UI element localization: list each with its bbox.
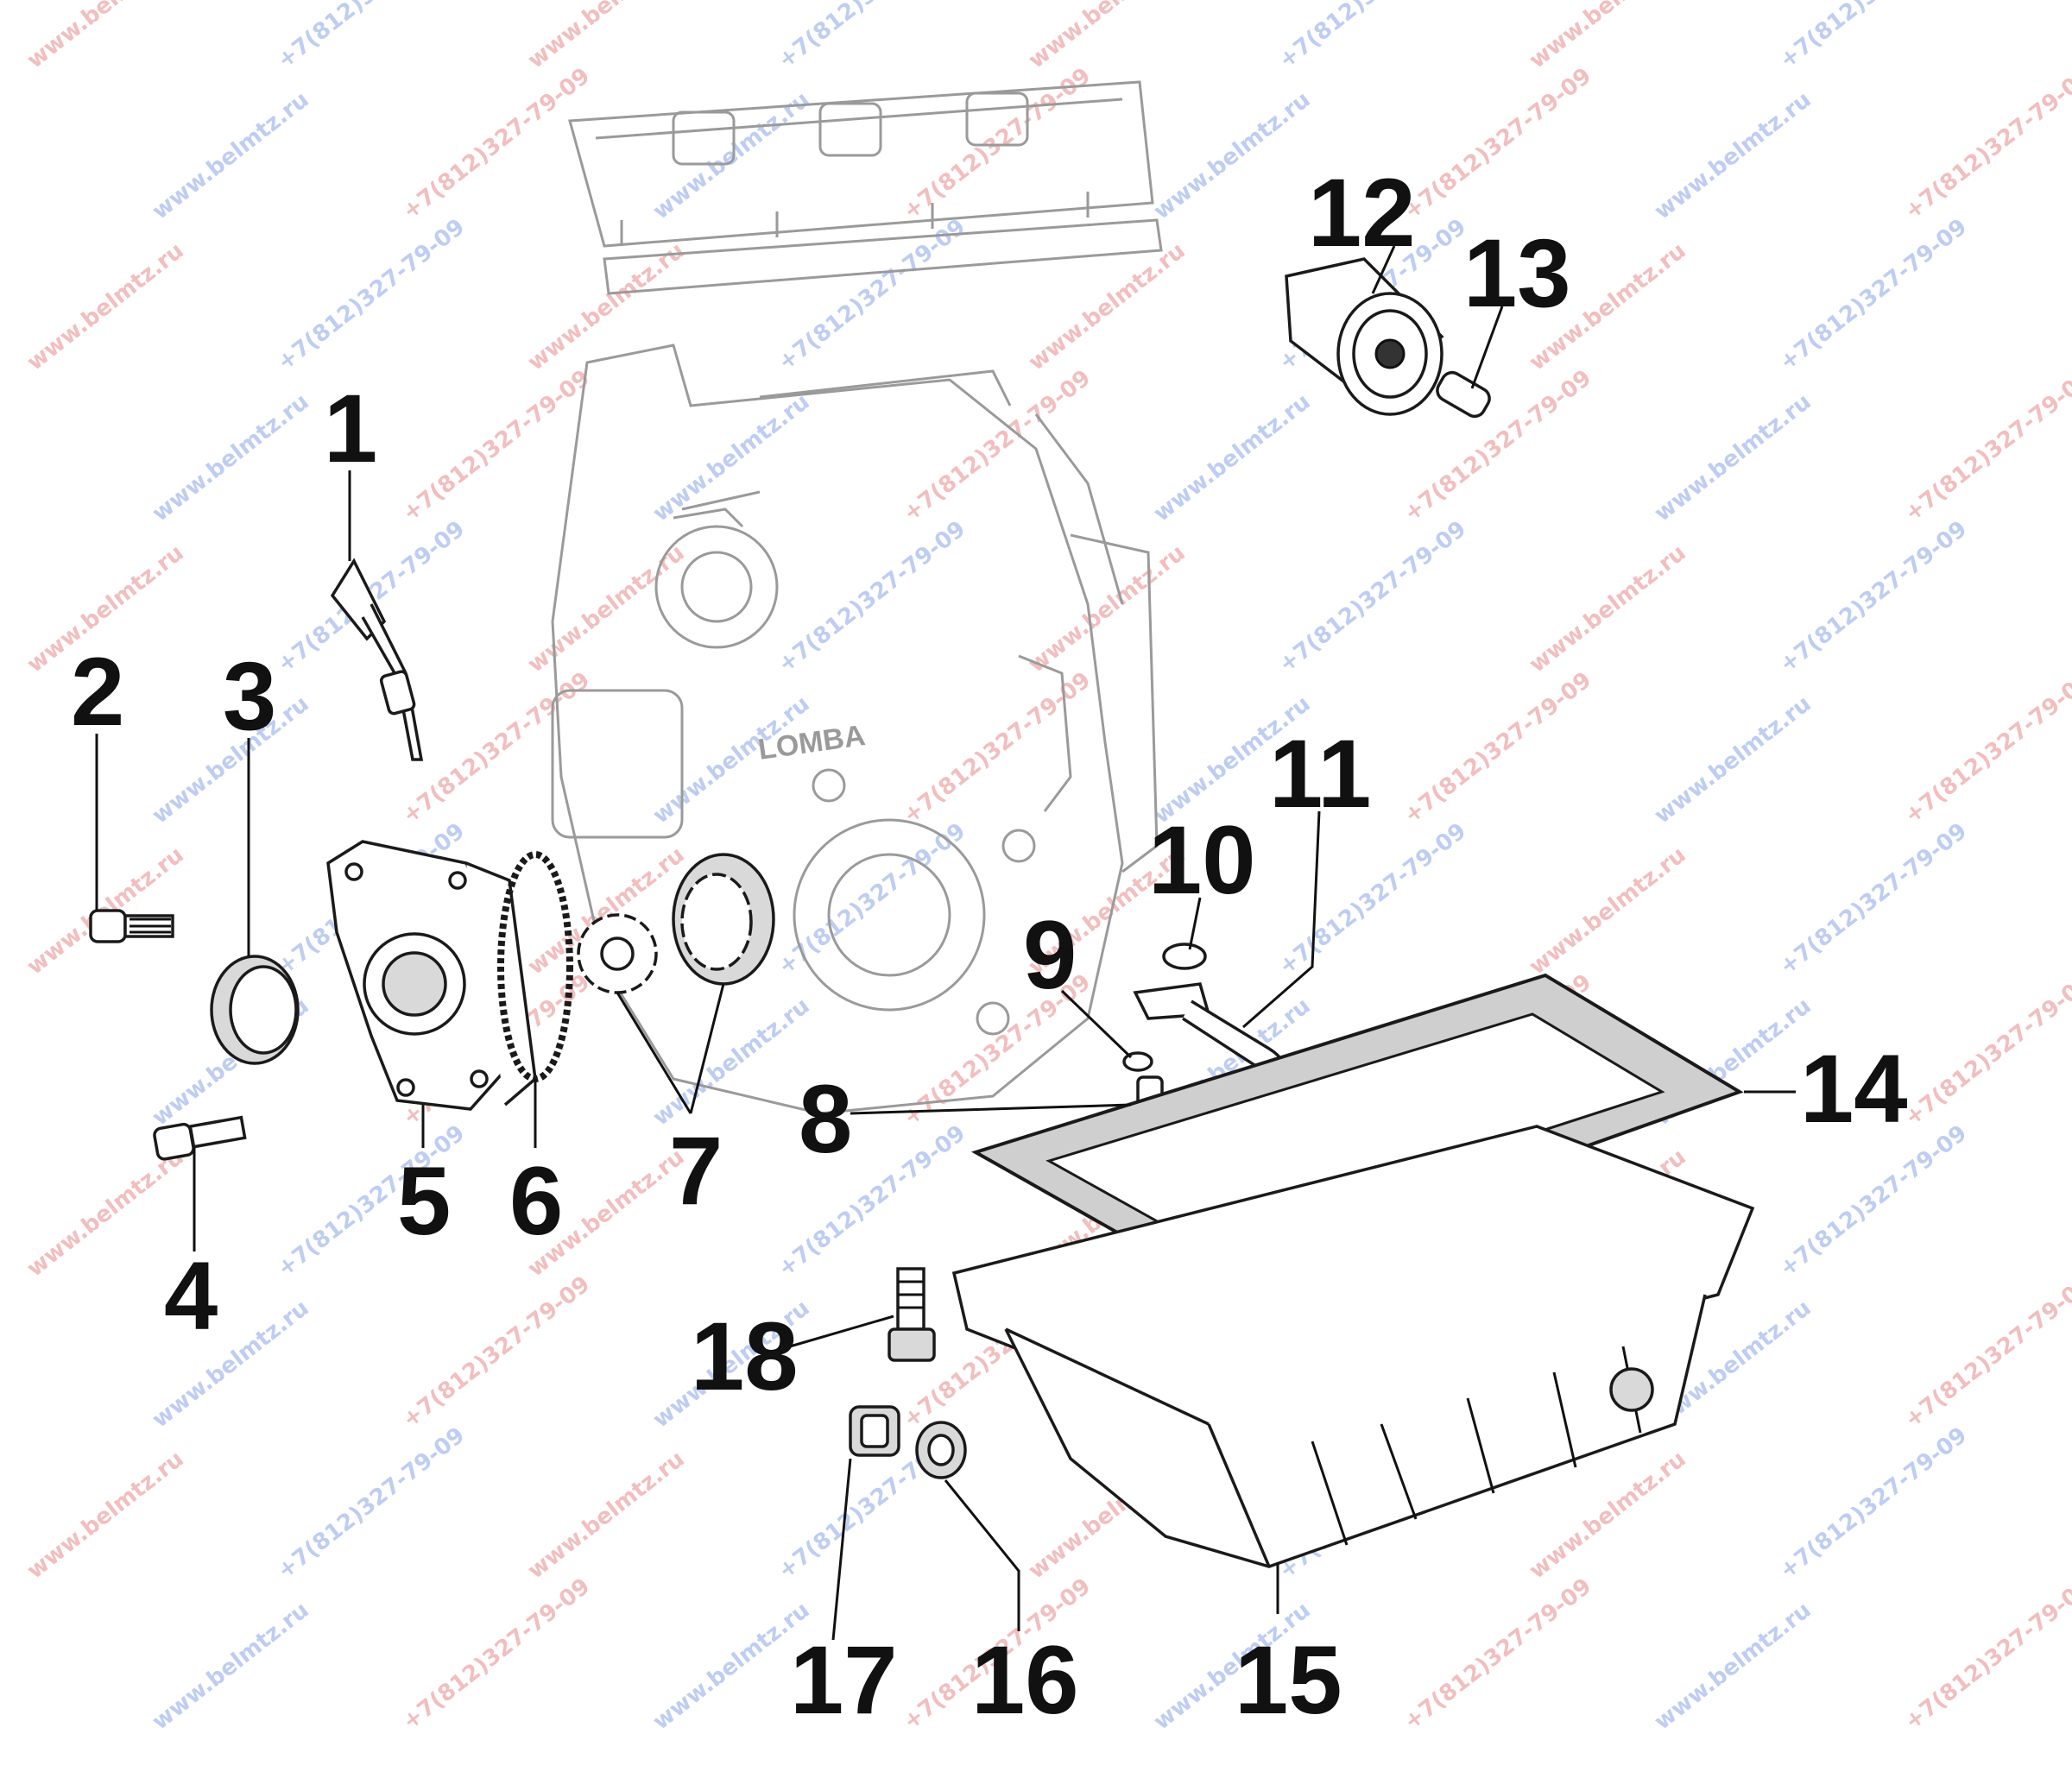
watermark-text: www.belmtz.ru xyxy=(148,1598,314,1736)
watermark-text: +7(812)327-79-09 xyxy=(1274,818,1471,980)
watermark-text: +7(812)327-79-09 xyxy=(398,1271,595,1433)
watermark-text: www.belmtz.ru xyxy=(1525,540,1691,678)
watermark-text: www.belmtz.ru xyxy=(523,1447,690,1585)
watermark-text: +7(812)327-79-09 xyxy=(774,516,970,678)
watermark-text: +7(812)327-79-09 xyxy=(1775,0,1972,74)
watermark-text: +7(812)327-79-09 xyxy=(1399,667,1596,829)
watermark-text: www.belmtz.ru xyxy=(1650,87,1816,225)
callout-10: 10 xyxy=(1148,806,1256,914)
watermark-text: +7(812)327-79-09 xyxy=(774,214,970,375)
bolt-4 xyxy=(153,1115,247,1161)
watermark-text: +7(812)327-79-09 xyxy=(398,1573,595,1735)
oil-filter xyxy=(1285,257,1444,416)
watermark-text: www.belmtz.ru xyxy=(1149,87,1316,225)
callout-1: 1 xyxy=(324,375,377,482)
watermark-text: +7(812)327-79-09 xyxy=(1399,1573,1596,1735)
watermark-text: +7(812)327-79-09 xyxy=(1900,667,2072,829)
drain-plug xyxy=(849,1405,900,1457)
callout-7: 7 xyxy=(669,1117,723,1225)
watermark-text: +7(812)327-79-09 xyxy=(899,667,1096,829)
watermark-text: +7(812)327-79-09 xyxy=(899,365,1096,526)
watermark-text: www.belmtz.ru xyxy=(648,993,815,1132)
callout-2: 2 xyxy=(71,638,124,746)
callout-17: 17 xyxy=(790,1626,898,1734)
callout-18: 18 xyxy=(691,1302,799,1410)
watermark-text: www.belmtz.ru xyxy=(523,540,690,678)
watermark-text: www.belmtz.ru xyxy=(1525,842,1691,980)
oil-pump-rotors xyxy=(577,853,775,994)
callouts: 1 2 3 4 5 6 7 8 9 10 11 12 13 14 15 16 1… xyxy=(71,159,1908,1734)
watermark-text: +7(812)327-79-09 xyxy=(1274,516,1471,678)
watermark-text: +7(812)327-79-09 xyxy=(1900,63,2072,224)
watermark-text: +7(812)327-79-09 xyxy=(1900,969,2072,1131)
callout-4: 4 xyxy=(164,1242,218,1350)
watermark-text: www.belmtz.ru xyxy=(1650,1598,1816,1736)
watermark-text: www.belmtz.ru xyxy=(1024,540,1191,678)
leader-lines xyxy=(95,245,1796,1641)
watermark-text: www.belmtz.ru xyxy=(22,0,189,74)
watermark-text: +7(812)327-79-09 xyxy=(774,0,970,74)
watermark-text: +7(812)327-79-09 xyxy=(1274,0,1471,74)
watermark-text: www.belmtz.ru xyxy=(1525,0,1691,74)
drain-plug-washer xyxy=(915,1421,967,1479)
callout-12: 12 xyxy=(1308,159,1416,267)
watermark-text: +7(812)327-79-09 xyxy=(273,214,470,375)
bolt-18 xyxy=(888,1267,936,1362)
watermark-text: www.belmtz.ru xyxy=(648,389,815,527)
watermark-text: +7(812)327-79-09 xyxy=(398,365,595,526)
watermark-text: www.belmtz.ru xyxy=(1650,691,1816,829)
filter-nipple xyxy=(1436,370,1491,419)
watermark-text: +7(812)327-79-09 xyxy=(273,1422,470,1584)
watermark-text: +7(812)327-79-09 xyxy=(1900,1573,2072,1735)
callout-8: 8 xyxy=(799,1065,852,1173)
oil-pan xyxy=(951,1125,1755,1568)
o-ring-10 xyxy=(1162,943,1207,970)
watermark-text: +7(812)327-79-09 xyxy=(1900,1271,2072,1433)
callout-14: 14 xyxy=(1800,1035,1908,1143)
watermark-text: www.belmtz.ru xyxy=(1650,389,1816,527)
callout-6: 6 xyxy=(509,1147,563,1255)
callout-3: 3 xyxy=(223,642,276,750)
watermark-text: +7(812)327-79-09 xyxy=(398,63,595,224)
callout-13: 13 xyxy=(1463,219,1571,327)
watermark-text: www.belmtz.ru xyxy=(22,1447,189,1585)
watermark-text: +7(812)327-79-09 xyxy=(1775,516,1972,678)
watermark-text: www.belmtz.ru xyxy=(1024,0,1191,74)
front-oil-seal xyxy=(210,955,300,1065)
watermark-text: www.belmtz.ru xyxy=(523,0,690,74)
dipstick xyxy=(330,558,424,761)
watermark-text: +7(812)327-79-09 xyxy=(1775,818,1972,980)
callout-5: 5 xyxy=(397,1147,451,1255)
watermark-text: +7(812)327-79-09 xyxy=(1775,1422,1972,1584)
callout-16: 16 xyxy=(971,1626,1079,1734)
watermark-text: www.belmtz.ru xyxy=(148,87,314,225)
callout-15: 15 xyxy=(1235,1626,1342,1734)
callout-11: 11 xyxy=(1269,720,1371,828)
bolt-2 xyxy=(89,909,174,943)
callout-9: 9 xyxy=(1023,901,1077,1009)
watermark-text: +7(812)327-79-09 xyxy=(1399,63,1596,224)
watermark-text: www.belmtz.ru xyxy=(1149,389,1316,527)
watermark-text: +7(812)327-79-09 xyxy=(1900,365,2072,526)
watermark-text: www.belmtz.ru xyxy=(148,389,314,527)
watermark-text: +7(812)327-79-09 xyxy=(1775,1120,1972,1282)
watermark-text: +7(812)327-79-09 xyxy=(1775,214,1972,375)
watermark-text: www.belmtz.ru xyxy=(22,238,189,376)
engine-block-ghost: LOMBA xyxy=(551,80,1163,1115)
watermark-text: +7(812)327-79-09 xyxy=(273,0,470,74)
